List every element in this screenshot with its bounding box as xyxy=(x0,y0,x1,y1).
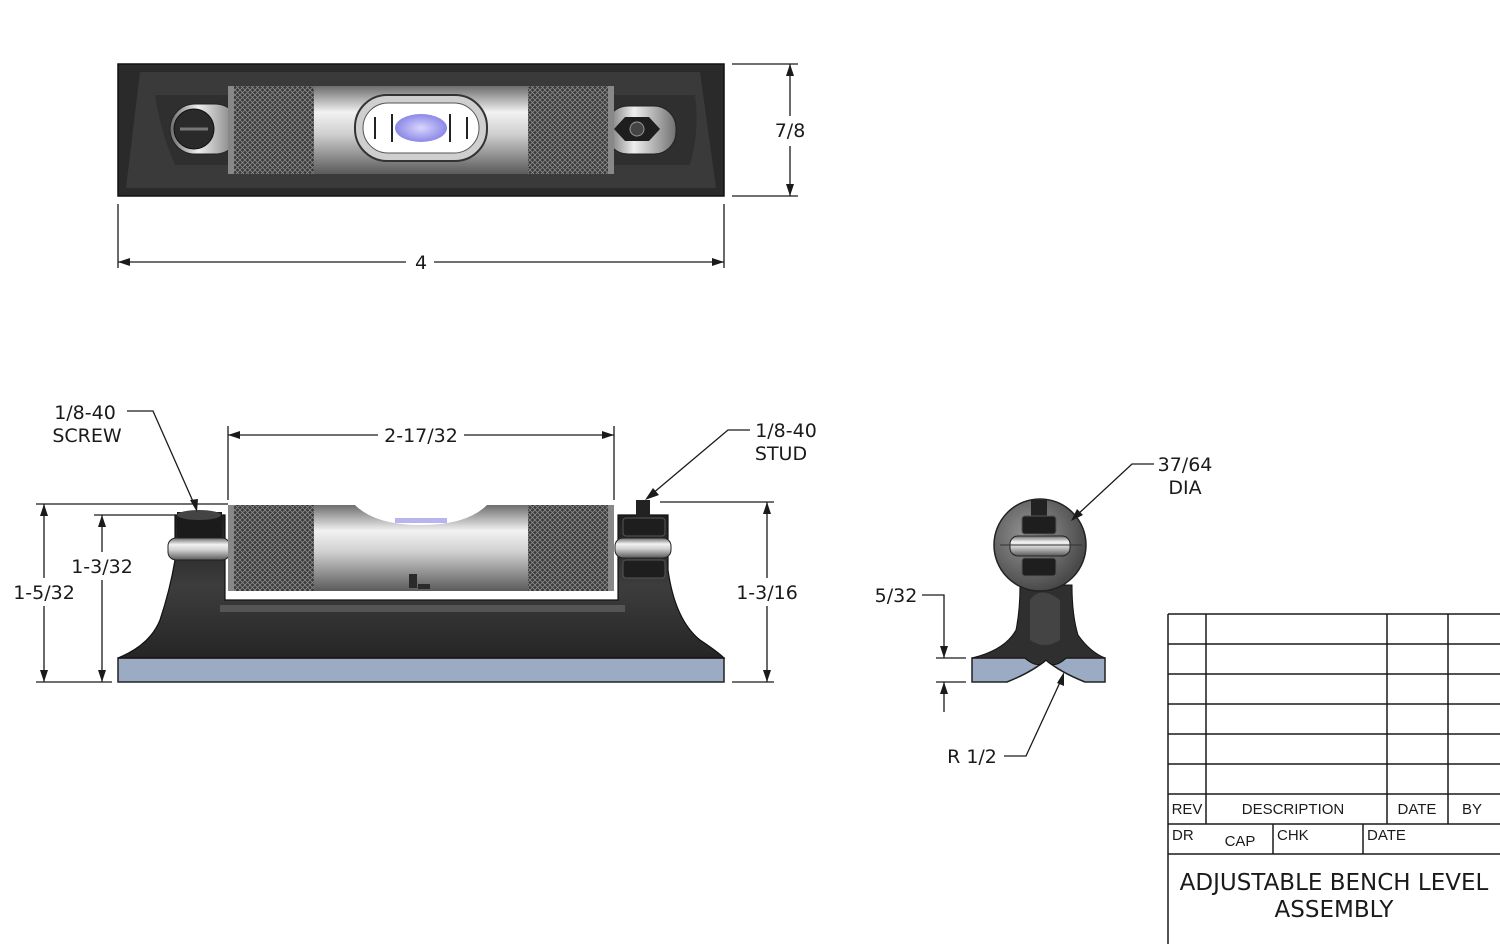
bubble-icon xyxy=(395,114,447,142)
tb-description-header: DESCRIPTION xyxy=(1242,801,1345,818)
side-view: 2-17/32 1/8-40 SCREW 1/8-40 STUD 1-5/32 … xyxy=(13,402,817,683)
dim-base-thickness: 5/32 xyxy=(875,585,918,607)
tb-rev-header: REV xyxy=(1172,801,1203,818)
drawing-title-line2: ASSEMBLY xyxy=(1275,897,1395,923)
screw-icon xyxy=(169,103,241,155)
dim-height-outer: 1-5/32 xyxy=(13,582,75,604)
drawing-title-line1: ADJUSTABLE BENCH LEVEL xyxy=(1180,870,1489,896)
tb-dr-label: DR xyxy=(1172,827,1194,844)
stud-nut-icon xyxy=(605,105,677,155)
callout-dia-text: DIA xyxy=(1168,477,1201,499)
top-view: 7/8 4 xyxy=(117,63,806,274)
callout-screw-type: SCREW xyxy=(52,425,122,447)
dim-tube-length: 2-17/32 xyxy=(384,425,458,447)
tb-by-header: BY xyxy=(1462,801,1482,818)
callout-screw-size: 1/8-40 xyxy=(54,402,116,424)
callout-dia-value: 37/64 xyxy=(1158,454,1213,476)
tb-dr-value: CAP xyxy=(1225,833,1256,850)
dim-top-height: 7/8 xyxy=(775,120,806,142)
tb-chk-label: CHK xyxy=(1277,827,1309,844)
title-block: REV DESCRIPTION DATE BY DR CAP CHK DATE … xyxy=(1167,613,1500,944)
vial-window xyxy=(354,94,488,162)
tb-date-header: DATE xyxy=(1398,801,1437,818)
end-view: 37/64 DIA 5/32 R 1/2 xyxy=(875,454,1213,768)
callout-stud-type: STUD xyxy=(755,443,807,465)
dim-radius: R 1/2 xyxy=(947,746,997,768)
dim-height-right: 1-3/16 xyxy=(736,582,798,604)
tb-date-label: DATE xyxy=(1367,827,1406,844)
dim-top-length: 4 xyxy=(415,252,427,274)
callout-stud-size: 1/8-40 xyxy=(755,420,817,442)
dim-height-inner: 1-3/32 xyxy=(71,556,133,578)
